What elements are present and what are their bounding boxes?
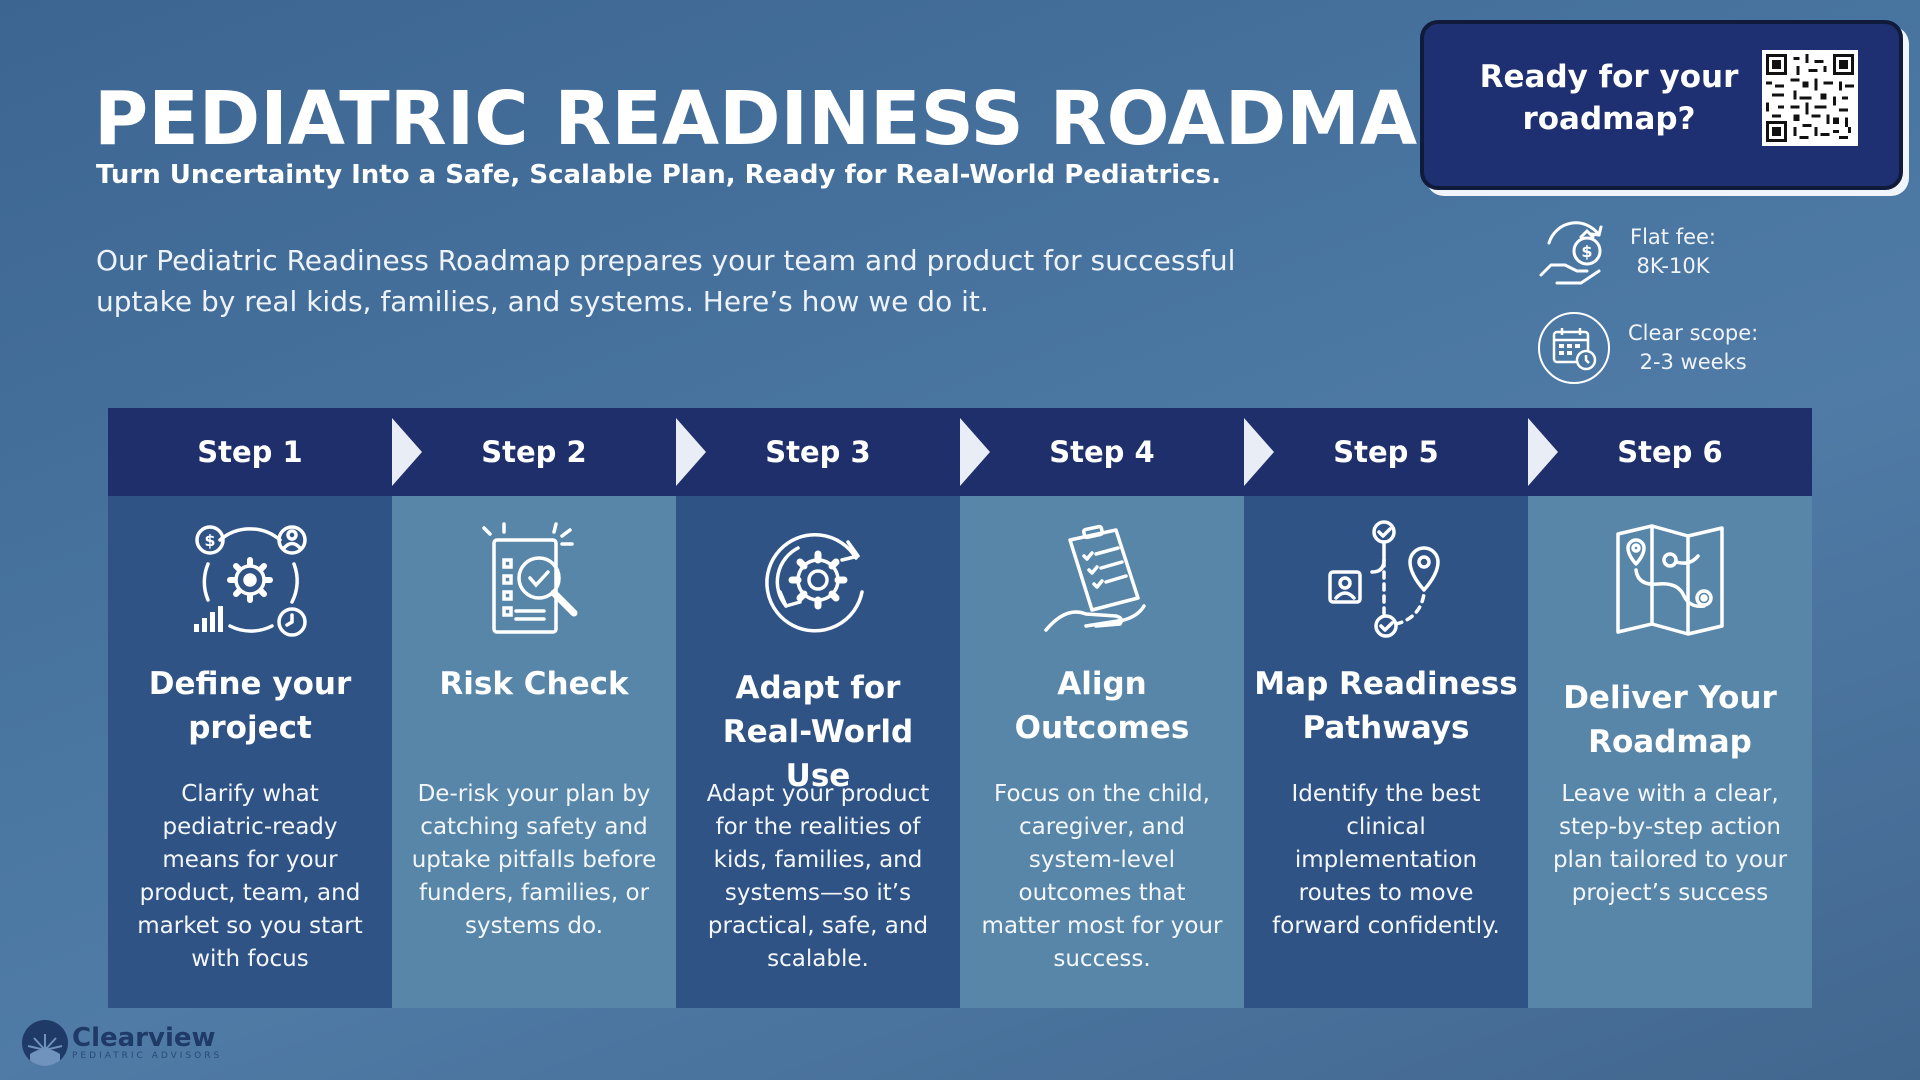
step-2-title-line-1: Risk Check <box>439 666 629 702</box>
step-5-label: Step 5 <box>1333 435 1439 469</box>
chevron-right-icon <box>392 418 422 486</box>
pathway-pins-icon <box>1326 520 1446 640</box>
folded-map-icon <box>1610 520 1730 640</box>
gear-cycle-icon <box>758 520 878 640</box>
step-4-title-line-1: Align <box>1057 666 1147 702</box>
step-4-title-line-2: Outcomes <box>1014 710 1190 746</box>
step-5-title-line-2: Pathways <box>1302 710 1470 746</box>
steps-roadmap: Step 1 Step 2 Step 3 Step 4 Step 5 Step … <box>108 408 1812 1008</box>
money-hand-icon: $ <box>1536 212 1616 292</box>
chevron-right-icon <box>676 418 706 486</box>
flat-fee-label: Flat fee: <box>1630 225 1716 249</box>
step-6-column: Deliver Your Roadmap Leave with a clear,… <box>1528 496 1812 1008</box>
step-1-description: Clarify what pediatric-ready means for y… <box>137 781 363 972</box>
step-1-label: Step 1 <box>197 435 303 469</box>
page-title: PEDIATRIC READINESS ROADMAP <box>94 76 1472 162</box>
logo-subtitle: PEDIATRIC ADVISORS <box>72 1051 223 1061</box>
step-6-description: Leave with a clear, step-by-step action … <box>1552 781 1788 906</box>
step-4-column: Align Outcomes Focus on the child, careg… <box>960 496 1244 1008</box>
svg-text:$: $ <box>1581 242 1592 261</box>
step-3-title-line-1: Adapt for <box>735 670 901 706</box>
step-4-label: Step 4 <box>1049 435 1155 469</box>
step-1-title-line-1: Define your <box>148 666 352 702</box>
flat-fee-value: 8K-10K <box>1636 254 1710 278</box>
step-1-title: Define your project <box>118 662 382 750</box>
step-6-title-line-1: Deliver Your <box>1563 680 1777 716</box>
checklist-magnifier-icon <box>474 520 594 640</box>
step-5-title-line-1: Map Readiness <box>1254 666 1518 702</box>
step-3-title: Adapt for Real-World Use <box>686 666 950 798</box>
scope-label: Clear scope: <box>1628 321 1759 345</box>
step-1-title-line-2: project <box>188 710 312 746</box>
step-6-title-line-2: Roadmap <box>1588 724 1752 760</box>
clipboard-hand-icon <box>1042 520 1162 640</box>
sunrise-logo-icon <box>22 1020 68 1066</box>
clearview-logo: Clearview PEDIATRIC ADVISORS <box>22 1020 222 1066</box>
step-5-column: Map Readiness Pathways Identify the best… <box>1244 496 1528 1008</box>
step-2-title: Risk Check <box>402 662 666 706</box>
step-5-description: Identify the best clinical implementatio… <box>1272 781 1500 939</box>
logo-name: Clearview <box>72 1023 216 1053</box>
flat-fee-row: $ Flat fee: 8K-10K <box>1536 212 1716 292</box>
step-3-column: Adapt for Real-World Use Adapt your prod… <box>676 496 960 1008</box>
scope-value: 2-3 weeks <box>1639 350 1747 374</box>
chevron-right-icon <box>960 418 990 486</box>
scope-text: Clear scope: 2-3 weeks <box>1628 319 1758 377</box>
step-1-column: $ Define your project Clarify what pedia… <box>108 496 392 1008</box>
logo-text: Clearview PEDIATRIC ADVISORS <box>72 1025 222 1061</box>
scope-row: Clear scope: 2-3 weeks <box>1538 312 1758 384</box>
step-3-label: Step 3 <box>765 435 871 469</box>
chevron-right-icon <box>1244 418 1274 486</box>
svg-text:$: $ <box>204 531 215 550</box>
step-4-title: Align Outcomes <box>970 662 1234 750</box>
step-2-label: Step 2 <box>481 435 587 469</box>
page-subtitle: Turn Uncertainty Into a Safe, Scalable P… <box>96 160 1221 190</box>
project-gears-icon: $ <box>190 520 310 640</box>
step-5-title: Map Readiness Pathways <box>1254 662 1518 750</box>
chevron-right-icon <box>1528 418 1558 486</box>
step-2-column: Risk Check De-risk your plan by catching… <box>392 496 676 1008</box>
cta-line-1: Ready for your <box>1479 59 1739 95</box>
step-4-description: Focus on the child, caregiver, and syste… <box>981 781 1223 972</box>
step-6-title: Deliver Your Roadmap <box>1538 676 1802 764</box>
calendar-clock-icon <box>1538 312 1610 384</box>
step-6-label: Step 6 <box>1617 435 1723 469</box>
cta-card[interactable]: Ready for your roadmap? <box>1420 20 1903 190</box>
intro-paragraph: Our Pediatric Readiness Roadmap prepares… <box>96 244 1236 318</box>
step-3-description: Adapt your product for the realities of … <box>706 781 930 972</box>
step-3-title-line-2: Real-World Use <box>722 714 914 794</box>
step-2-description: De-risk your plan by catching safety and… <box>411 781 657 939</box>
qr-code-icon[interactable] <box>1762 50 1858 146</box>
cta-line-2: roadmap? <box>1522 101 1696 137</box>
flat-fee-text: Flat fee: 8K-10K <box>1630 223 1716 281</box>
cta-text: Ready for your roadmap? <box>1454 56 1764 140</box>
